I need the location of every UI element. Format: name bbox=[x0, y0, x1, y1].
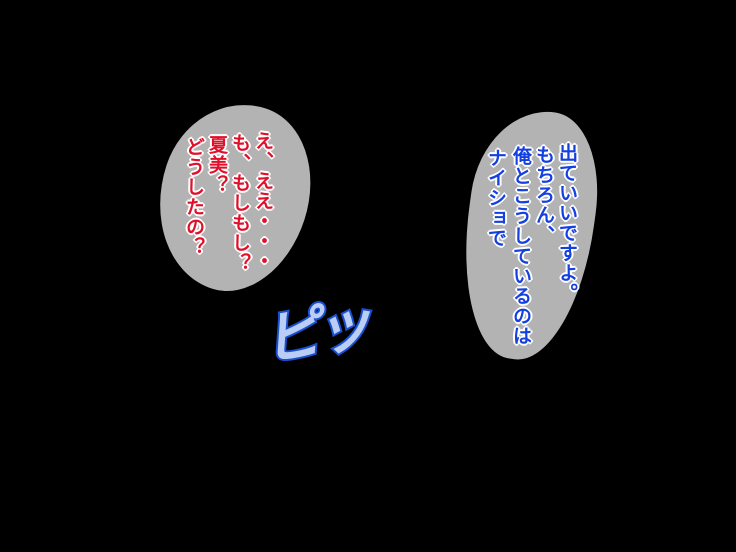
dialogue-line: 夏美？ bbox=[206, 135, 228, 195]
sound-effect-text: ピッ bbox=[256, 287, 374, 376]
dialogue-line: え、ええ・・・ bbox=[252, 131, 274, 271]
dialogue-line: もちろん、 bbox=[533, 145, 555, 245]
dialogue-line: 俺とこうしているのは bbox=[510, 146, 532, 346]
dialogue-line: どうしたの？ bbox=[183, 137, 205, 257]
dialogue-line: 出ていいですよ。 bbox=[556, 143, 578, 303]
dialogue-line: ナイショで bbox=[485, 148, 507, 248]
dialogue-line: も、もしもし？ bbox=[229, 133, 251, 273]
